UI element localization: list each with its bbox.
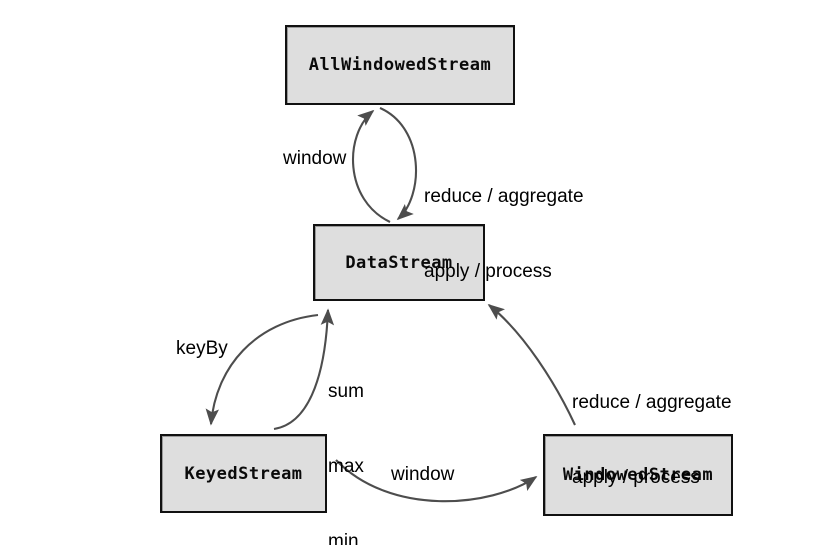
edge-label-window-top: window [283,148,347,169]
edge-label-max: max [328,456,364,477]
edge-label-reduce-aggregate-top-line2: apply / process [424,261,552,282]
edge-label-reduce-aggregate-right-line1: reduce / aggregate [572,392,732,413]
edge-label-aggregation-functions: sum max min reduce [328,329,386,545]
node-allwindowedstream[interactable]: AllWindowedStream [285,25,515,105]
arrow-datastream-to-allwindowedstream [352,109,391,223]
edge-label-reduce-aggregate-top-line1: reduce / aggregate [424,186,584,207]
node-windowedstream-label: WindowedStream [562,465,714,485]
node-datastream-label: DataStream [345,252,453,273]
edge-label-min: min [328,531,359,545]
edge-label-reduce-aggregate-right: reduce / aggregate apply / process [572,340,732,540]
arrow-allwindowedstream-to-datastream [379,107,418,221]
arrow-keyedstream-to-datastream [273,308,335,431]
edge-label-reduce-aggregate-right-line2: apply / process [572,467,700,488]
arrow-datastream-to-keyedstream [205,313,319,426]
node-keyedstream-label: KeyedStream [184,463,303,484]
edge-label-reduce-aggregate-top: reduce / aggregate apply / process [424,134,584,334]
edge-label-sum: sum [328,381,364,402]
node-windowedstream[interactable]: WindowedStream [543,434,733,516]
node-allwindowedstream-label: AllWindowedStream [308,55,492,75]
node-keyedstream[interactable]: KeyedStream [160,434,327,513]
edge-label-keyby: keyBy [176,338,228,359]
node-datastream[interactable]: DataStream [313,224,485,301]
edge-label-window-bottom: window [391,464,455,485]
